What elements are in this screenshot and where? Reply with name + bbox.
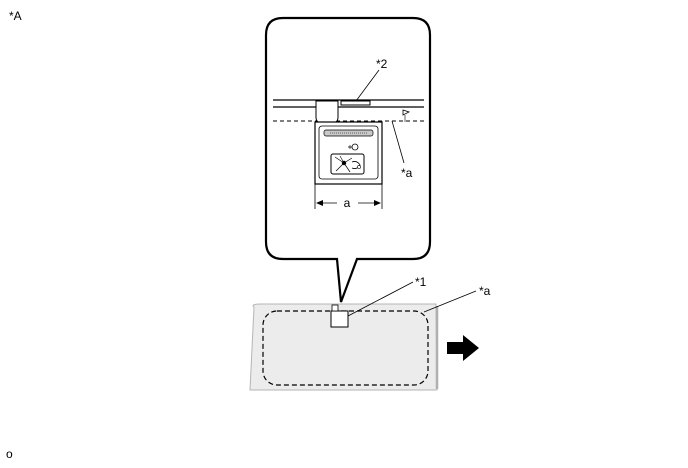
mirror-bracket — [315, 100, 339, 124]
corner-mark: o — [6, 447, 13, 461]
detail-callout: *2 *a — [264, 16, 432, 303]
dimension-label: a — [344, 196, 351, 210]
leader-area-a-overview — [423, 290, 477, 313]
callout-part-2: *2 — [376, 57, 388, 71]
marker-icon — [402, 109, 411, 116]
view-label: *A — [9, 9, 22, 23]
dimension-arrow-left — [316, 200, 323, 206]
tool-icon — [348, 143, 359, 151]
dimension-arrow-right — [374, 200, 381, 206]
callout-part-1: *1 — [415, 275, 427, 289]
leader-part-1 — [347, 281, 414, 317]
leader-part-2 — [355, 69, 380, 102]
front-arrow-icon — [447, 335, 479, 361]
windshield-overview: *1 *a — [249, 275, 491, 391]
part-2 — [340, 100, 371, 106]
windshield-warning-sticker-icon — [330, 153, 365, 175]
leader-area-a-detail — [391, 120, 405, 164]
callout-area-a-overview: *a — [479, 284, 491, 298]
callout-area-a-detail: *a — [401, 166, 413, 180]
part-1-box — [330, 310, 349, 328]
part-1-tab — [331, 304, 339, 312]
